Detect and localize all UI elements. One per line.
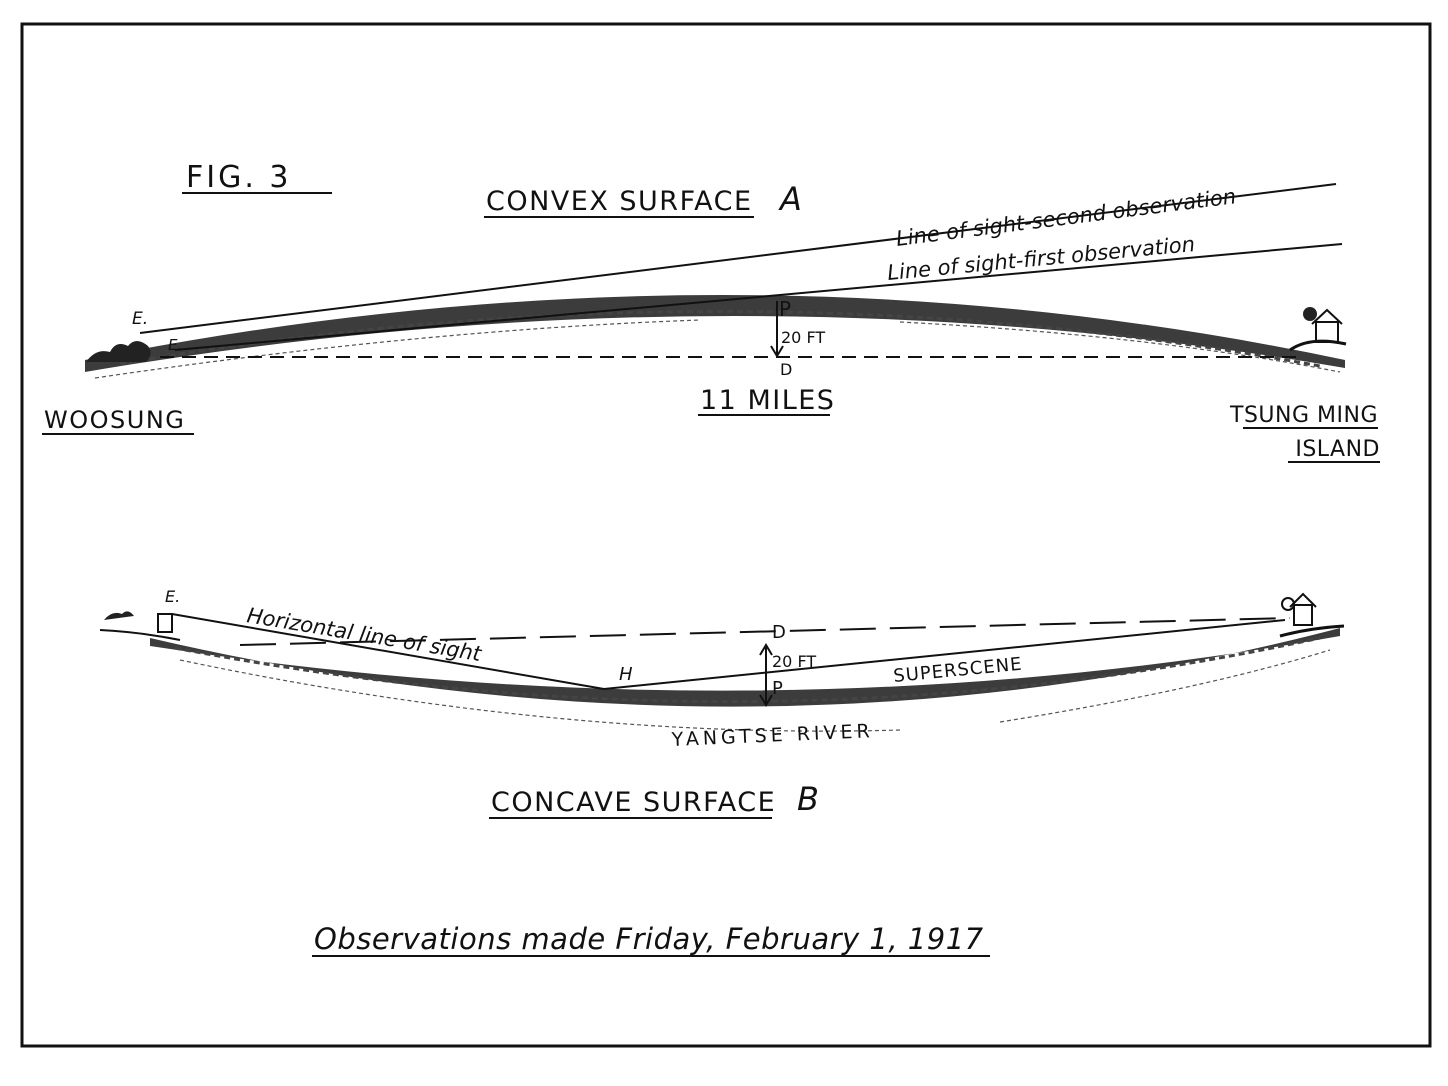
concave-point-e: E. xyxy=(165,587,180,606)
concave-title: CONCAVE SURFACE xyxy=(491,787,776,818)
concave-measure-arrow-top xyxy=(759,643,773,656)
convex-title: CONVEX SURFACE xyxy=(486,186,753,217)
concave-horizontal-label: Horizontal line of sight xyxy=(245,603,484,666)
concave-sight-line xyxy=(171,613,605,690)
convex-height-label: 20 FT xyxy=(781,328,825,347)
convex-ground-lines xyxy=(94,319,1341,379)
place-tsungming-line2: ISLAND xyxy=(1295,437,1380,462)
woosung-town-icon xyxy=(86,341,151,362)
tsungming-village-icon xyxy=(1289,307,1347,352)
figure-label: FIG. 3 xyxy=(186,160,292,195)
frame-border xyxy=(20,22,1432,1048)
concave-point-d: D xyxy=(772,622,786,643)
place-woosung: WOOSUNG xyxy=(44,406,185,434)
place-tsungming-line1: TSUNG MING xyxy=(1229,403,1378,428)
convex-surface xyxy=(85,295,1345,372)
concave-river-label: YANGTSE RIVER xyxy=(670,720,874,751)
convex-letter: A xyxy=(778,180,802,218)
convex-measure-arrow xyxy=(770,345,784,358)
concave-point-p: P xyxy=(772,678,783,699)
convex-point-e1: E. xyxy=(132,309,148,329)
concave-superscene-line xyxy=(603,619,1286,690)
concave-ground-lines xyxy=(179,649,1331,732)
concave-surface-hatching xyxy=(174,636,1321,704)
convex-surface-hatching xyxy=(119,310,1321,368)
sight-line-second xyxy=(139,183,1337,334)
concave-letter: B xyxy=(797,780,819,818)
concave-horizontal-dashed xyxy=(239,617,1291,646)
concave-point-h: H xyxy=(619,664,633,685)
concave-measure-arrow-bottom xyxy=(759,694,773,707)
sight-line-first xyxy=(174,243,1343,351)
convex-point-d: D xyxy=(780,360,792,379)
convex-point-p: P xyxy=(779,297,791,321)
convex-point-e2: E. xyxy=(168,336,182,354)
concave-right-village-icon xyxy=(1279,592,1345,638)
convex-distance: 11 MILES xyxy=(700,385,835,416)
concave-left-town-icon xyxy=(99,611,181,641)
concave-height-label: 20 FT xyxy=(772,652,816,671)
caption: Observations made Friday, February 1, 19… xyxy=(314,922,984,956)
